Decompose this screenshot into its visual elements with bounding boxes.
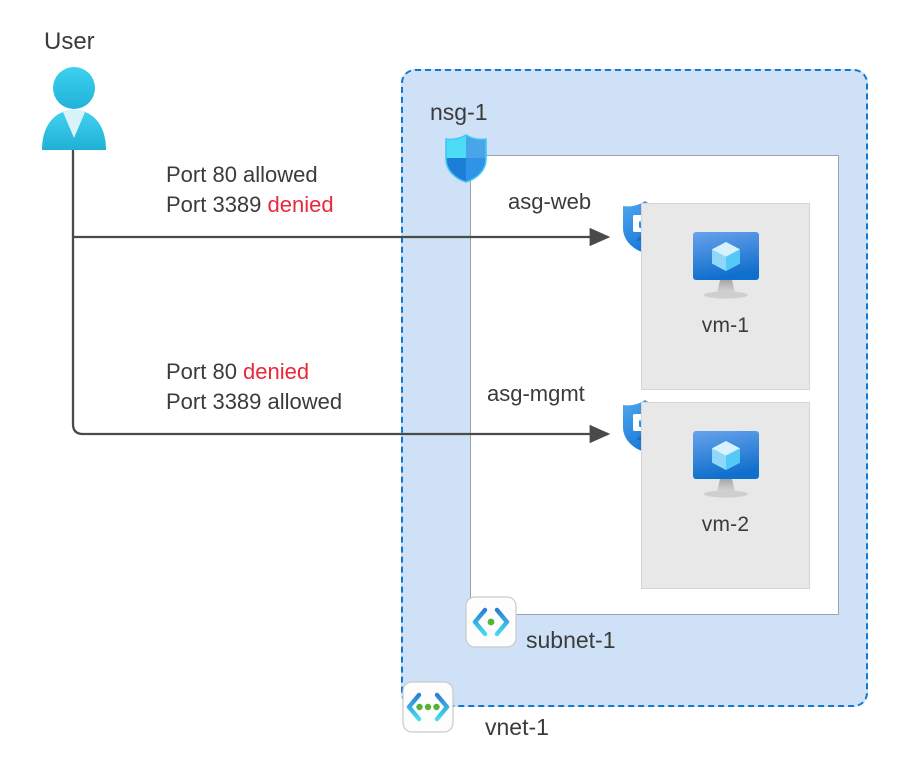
- rule-verdict: denied: [243, 359, 310, 384]
- asg-mgmt-label: asg-mgmt: [487, 381, 585, 406]
- vm-card: vm-2: [641, 402, 810, 589]
- rule-label-mgmt: Port 80 denied Port 3389 allowed: [166, 357, 342, 417]
- virtual-machine-icon: [687, 429, 765, 501]
- nsg-shield-icon: [444, 133, 488, 183]
- vm-label: vm-1: [701, 314, 750, 337]
- rule-label-web: Port 80 allowed Port 3389 denied: [166, 160, 334, 220]
- subnet-brackets-icon: [465, 596, 517, 648]
- virtual-machine-icon: [687, 230, 765, 302]
- rule-verdict: denied: [267, 192, 334, 217]
- rule-prefix: Port 3389: [166, 192, 268, 217]
- rule-prefix: Port 80: [166, 162, 244, 187]
- rule-line: Port 3389 denied: [166, 190, 334, 220]
- vm-card: vm-1: [641, 203, 810, 390]
- rule-line: Port 80 allowed: [166, 160, 334, 190]
- subnet-label: subnet-1: [526, 627, 616, 653]
- user-label: User: [44, 28, 95, 55]
- rule-line: Port 3389 allowed: [166, 387, 342, 417]
- vm-label: vm-2: [701, 513, 750, 536]
- rule-verdict: allowed: [267, 389, 343, 414]
- rule-prefix: Port 80: [166, 359, 244, 384]
- rule-line: Port 80 denied: [166, 357, 342, 387]
- rule-prefix: Port 3389: [166, 389, 268, 414]
- nsg-label: nsg-1: [430, 99, 488, 125]
- asg-web-label: asg-web: [508, 189, 592, 214]
- user-person-icon: [36, 62, 112, 152]
- rule-verdict: allowed: [243, 162, 318, 187]
- vnet-brackets-icon: [402, 681, 454, 733]
- vnet-label: vnet-1: [485, 714, 549, 740]
